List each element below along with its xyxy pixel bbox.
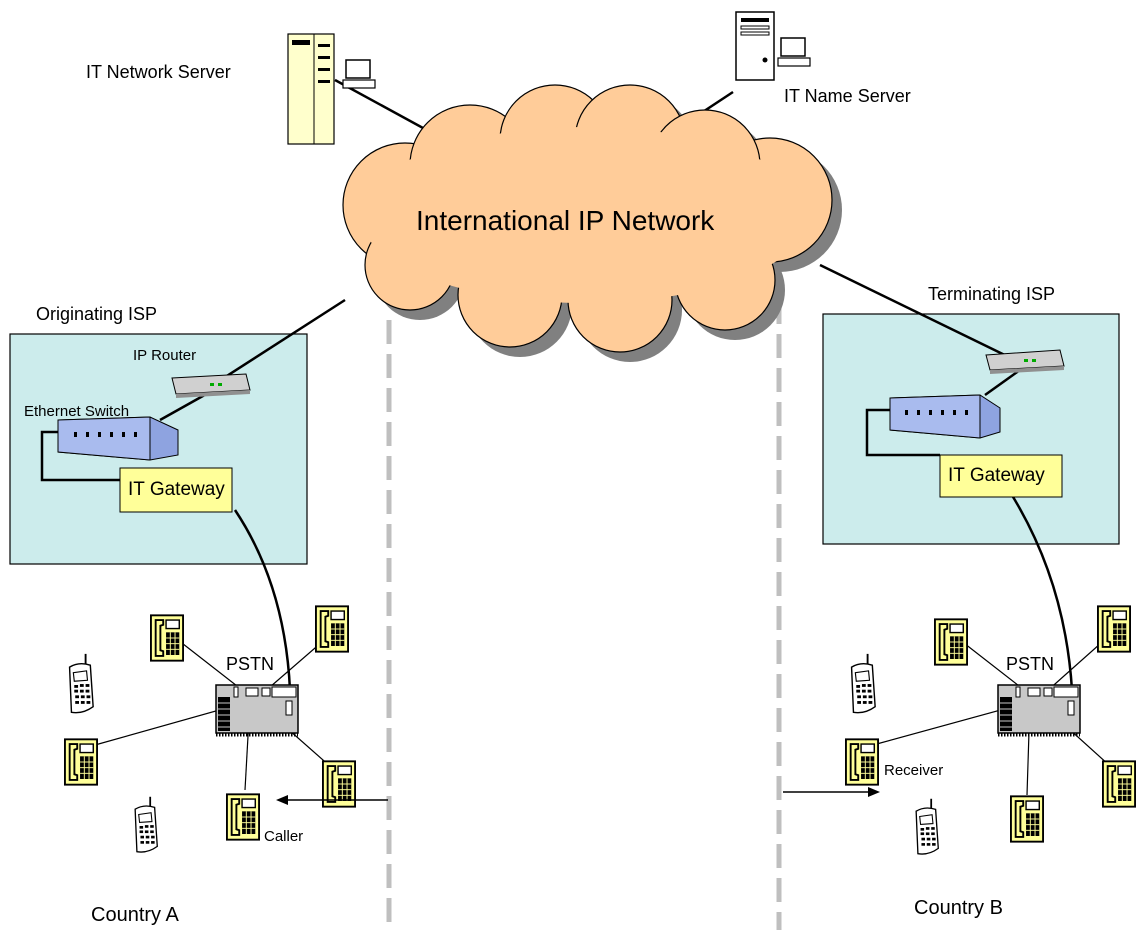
server-tower-icon <box>287 33 335 145</box>
desktop-computer-icon <box>342 59 376 89</box>
originating-isp-label: Originating ISP <box>36 304 158 324</box>
ethernet-switch-label: Ethernet Switch <box>24 403 130 420</box>
gateway-box-b <box>939 454 1063 498</box>
it-name-server-label: IT Name Server <box>784 86 911 106</box>
router-icon <box>985 349 1065 374</box>
gateway-box-a <box>119 467 233 513</box>
pstn-b-label: PSTN <box>1006 654 1055 674</box>
ethernet-switch-icon <box>889 394 1001 439</box>
router-icon <box>171 373 251 398</box>
pstn-a-label: PSTN <box>226 654 275 674</box>
desk-phone-icon <box>934 618 968 666</box>
cloud-label: International IP Network <box>416 205 715 236</box>
receiver-label: Receiver <box>884 762 944 779</box>
desk-phone-icon <box>1102 760 1136 808</box>
it-network-server-label: IT Network Server <box>86 62 231 82</box>
terminating-isp-label: Terminating ISP <box>928 284 1056 304</box>
desk-phone-icon <box>1097 605 1131 653</box>
desk-phone-icon <box>1010 795 1044 843</box>
ethernet-switch-icon <box>57 416 179 461</box>
desk-phone-icon <box>315 605 349 653</box>
ip-router-label: IP Router <box>133 347 197 364</box>
caller-label: Caller <box>264 828 304 845</box>
desk-phone-icon <box>226 793 260 841</box>
desk-phone-icon <box>64 738 98 786</box>
country-a-arrow <box>276 795 388 805</box>
gateway-b-label: IT Gateway <box>948 465 1045 486</box>
desk-phone-icon <box>845 738 879 786</box>
mobile-phone-icon <box>134 795 159 854</box>
gateway-a-label: IT Gateway <box>128 479 225 500</box>
desk-phone-icon <box>150 614 184 662</box>
mobile-phone-icon <box>850 652 877 714</box>
mobile-phone-icon <box>915 797 940 856</box>
cloud-core <box>360 127 810 303</box>
pstn-switch-icon <box>996 683 1082 737</box>
mobile-phone-icon <box>68 652 95 714</box>
desktop-computer-icon <box>777 37 811 67</box>
pstn-switch-icon <box>214 683 300 737</box>
country-a-label: Country A <box>91 904 179 926</box>
server-tower-icon <box>735 11 775 81</box>
country-b-label: Country B <box>914 897 1003 919</box>
country-b-arrow <box>783 787 880 797</box>
